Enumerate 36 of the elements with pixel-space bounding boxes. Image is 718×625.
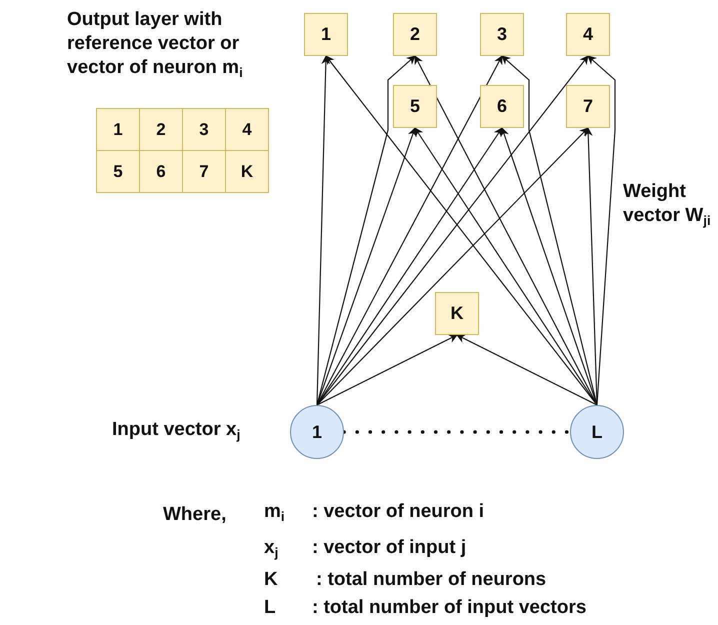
output-neuron-box: 5 bbox=[393, 85, 437, 128]
table-cell: 1 bbox=[96, 108, 140, 151]
input-neuron-circle: L bbox=[570, 405, 624, 459]
arrow bbox=[456, 334, 598, 406]
output-neuron-box: 6 bbox=[480, 85, 524, 128]
table-cell: 7 bbox=[182, 150, 226, 193]
definition-text: : vector of neuron i bbox=[312, 500, 486, 524]
input-caption: Input vector x$_{j}$ bbox=[112, 418, 242, 442]
output-neuron-box: 4 bbox=[566, 13, 610, 56]
table-cell: 3 bbox=[182, 108, 226, 151]
arrow bbox=[316, 55, 330, 406]
symbol-label: L bbox=[264, 596, 277, 620]
where-label: Where, bbox=[163, 503, 228, 527]
arrow bbox=[316, 127, 589, 406]
heading: Output layer with reference vector or vector of neuron m$_{i}$ bbox=[67, 8, 244, 80]
output-neuron-box: 2 bbox=[393, 13, 437, 56]
symbol-label: m$_{i}$ bbox=[264, 500, 286, 524]
output-neuron-box: 7 bbox=[566, 85, 610, 128]
table-cell: 6 bbox=[139, 150, 183, 193]
definition-text: : total number of input vectors bbox=[312, 596, 588, 620]
symbol-label: K bbox=[264, 568, 279, 592]
arrow bbox=[584, 127, 598, 406]
table-cell: 4 bbox=[225, 108, 269, 151]
arrow bbox=[316, 334, 458, 406]
definition-text: : vector of input j bbox=[312, 536, 468, 560]
output-neuron-box: 3 bbox=[480, 13, 524, 56]
input-neuron-circle: 1 bbox=[290, 405, 344, 459]
output-neuron-box: 1 bbox=[304, 13, 348, 56]
table-cell: 2 bbox=[139, 108, 183, 151]
symbol-label: x$_{j}$ bbox=[264, 536, 280, 560]
arrow bbox=[414, 127, 598, 406]
table-cell: K bbox=[225, 150, 269, 193]
table-cell: 5 bbox=[96, 150, 140, 193]
output-neuron-box: K bbox=[435, 292, 479, 335]
weight-label: Weight vector W$_{ji}$ bbox=[623, 180, 712, 228]
definition-text: : total number of neurons bbox=[316, 568, 548, 592]
